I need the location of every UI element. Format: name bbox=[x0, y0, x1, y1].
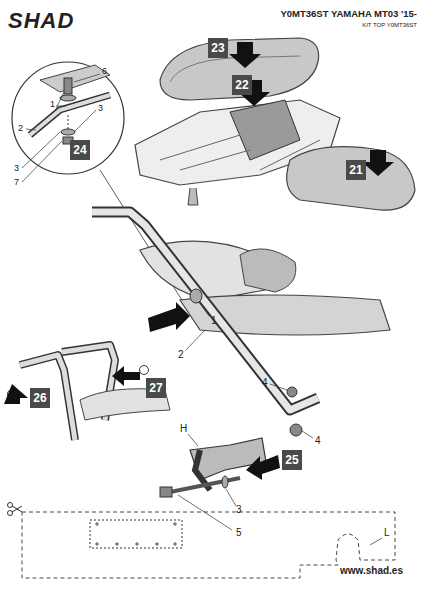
bolt bbox=[287, 387, 297, 397]
bolt bbox=[170, 478, 240, 492]
step-number: 23 bbox=[211, 42, 224, 54]
callout-number: H bbox=[180, 424, 187, 434]
rider-seat bbox=[287, 147, 415, 211]
press-arrow bbox=[229, 42, 261, 68]
callout-number: 3 bbox=[14, 164, 19, 173]
press-arrow bbox=[362, 150, 394, 176]
step-badge: 26 bbox=[30, 388, 50, 408]
callout-number: L bbox=[384, 528, 390, 538]
callout-number: 1 bbox=[211, 316, 217, 326]
detail-inset bbox=[12, 62, 124, 174]
step-badge: 27 bbox=[146, 378, 166, 398]
web-address: www.shad.es bbox=[340, 566, 403, 576]
rack-arm bbox=[30, 95, 110, 135]
leader-line bbox=[188, 434, 198, 446]
step-number: 26 bbox=[33, 392, 46, 404]
callout-number: 2 bbox=[178, 350, 184, 360]
press-arrow bbox=[148, 302, 190, 332]
tool-tray bbox=[230, 100, 300, 160]
bolt-head bbox=[160, 487, 172, 497]
washer bbox=[61, 129, 75, 135]
washer bbox=[222, 476, 228, 488]
step-badge: 25 bbox=[282, 450, 302, 470]
step-badge: 24 bbox=[70, 140, 90, 160]
press-arrow bbox=[246, 455, 280, 480]
callout-number: 5 bbox=[236, 528, 242, 538]
rack-arm bbox=[30, 95, 110, 135]
callout-number: 3 bbox=[98, 104, 103, 113]
step-number: 21 bbox=[349, 164, 362, 176]
scissors-icon bbox=[8, 503, 23, 516]
callout-number: 3 bbox=[236, 505, 242, 515]
callout-number: 6 bbox=[102, 67, 107, 76]
step-number: 27 bbox=[149, 382, 162, 394]
kit-code: KIT TOP Y0MT36ST bbox=[362, 22, 417, 28]
step-badge: 23 bbox=[208, 38, 228, 58]
template-cutout bbox=[90, 520, 182, 548]
step-badge: 21 bbox=[346, 160, 366, 180]
step-number: 22 bbox=[235, 79, 248, 91]
axis-line bbox=[68, 115, 69, 130]
callout-number: 1 bbox=[50, 100, 55, 109]
press-arrow bbox=[112, 366, 140, 386]
callout-number: 4 bbox=[262, 378, 268, 388]
callout-number: 7 bbox=[14, 178, 19, 187]
leader-line bbox=[186, 302, 313, 438]
leader-line bbox=[178, 489, 236, 530]
step-badge: 22 bbox=[232, 75, 252, 95]
spacer bbox=[290, 424, 302, 436]
drill-mark bbox=[95, 522, 177, 546]
leader-line bbox=[370, 538, 382, 545]
step-number: 25 bbox=[285, 454, 298, 466]
frame-part bbox=[40, 65, 110, 92]
check-mark bbox=[140, 366, 149, 375]
callout-number: 2 bbox=[18, 124, 23, 133]
passenger-seat bbox=[160, 38, 319, 100]
title-logo: SHAD bbox=[8, 10, 74, 32]
bolt bbox=[64, 78, 72, 94]
bracket-lug bbox=[188, 188, 198, 205]
diagram-title: Y0MT36ST YAMAHA MT03 '15- bbox=[280, 8, 417, 19]
drilling-template bbox=[22, 512, 395, 578]
step-number: 24 bbox=[73, 144, 86, 156]
spacer bbox=[190, 289, 202, 303]
leader-line bbox=[22, 74, 100, 182]
press-arrow bbox=[4, 384, 28, 404]
pillion-cover bbox=[240, 249, 296, 292]
callout-number: 4 bbox=[315, 436, 321, 446]
